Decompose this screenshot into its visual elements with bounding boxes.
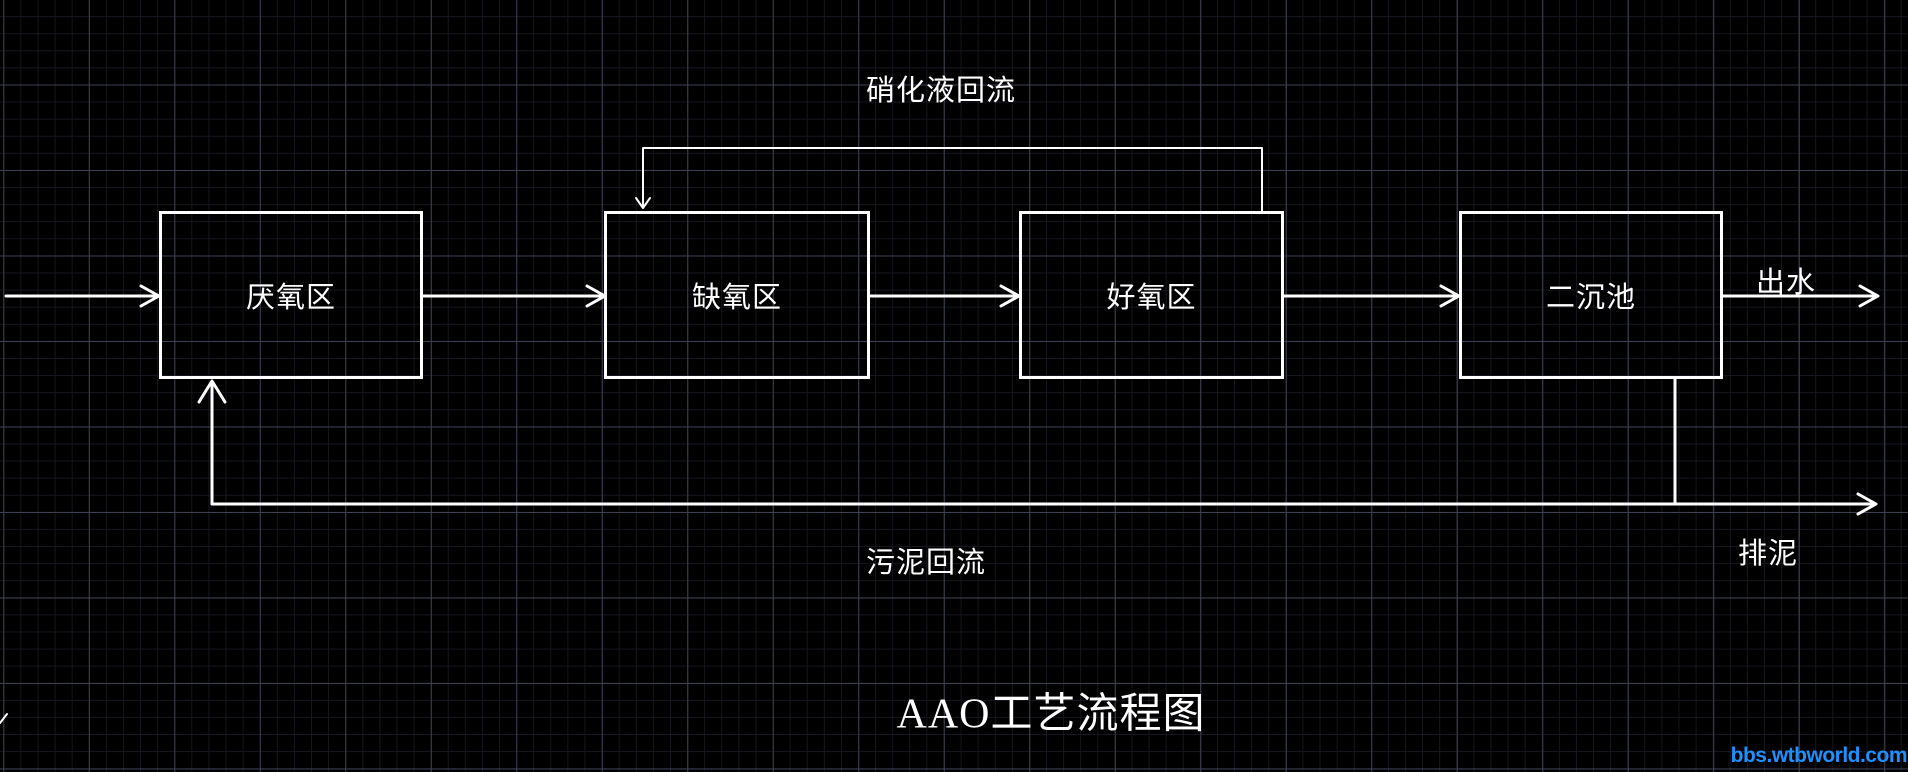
anaerobic-to-anoxic-arrow[interactable] [421,284,607,308]
effluent-label: 出水 [1755,267,1817,299]
nitrified-liquor-return-line[interactable] [642,147,1263,212]
sludge-discharge-label: 排泥 [1737,538,1799,570]
effluent-arrowhead[interactable] [1858,284,1880,308]
nitrified-liquor-return-label: 硝化液回流 [865,75,1017,107]
box-anoxic-zone-label: 缺氧区 [691,282,782,314]
watermark-text: bbs.wtbworld.com [1730,744,1908,767]
nitrified-liquor-return-arrowhead[interactable] [635,197,651,209]
box-secondary-clarifier-label: 二沉池 [1545,282,1636,314]
box-anoxic-zone[interactable]: 缺氧区 [604,211,870,379]
sludge-return-arrowhead[interactable] [197,379,227,404]
stray-tick-mark [0,713,8,724]
box-anaerobic-zone[interactable]: 厌氧区 [159,211,423,379]
nitrified-liquor-return-arrow[interactable] [635,147,1263,212]
effluent-arrow[interactable] [1721,284,1880,308]
box-anaerobic-zone-label: 厌氧区 [245,282,336,314]
box-aerobic-zone[interactable]: 好氧区 [1019,211,1284,379]
sludge-return-arrow[interactable] [197,377,1878,516]
sludge-return-label: 污泥回流 [865,547,987,579]
box-aerobic-zone-label: 好氧区 [1106,282,1197,314]
anoxic-to-aerobic-arrow[interactable] [868,284,1021,308]
sludge-discharge-arrowhead[interactable] [1856,492,1878,516]
influent-arrow[interactable] [4,284,161,308]
box-secondary-clarifier[interactable]: 二沉池 [1459,211,1723,379]
aerobic-to-clarifier-arrow[interactable] [1282,284,1461,308]
diagram-title: AAO工艺流程图 [896,691,1206,738]
